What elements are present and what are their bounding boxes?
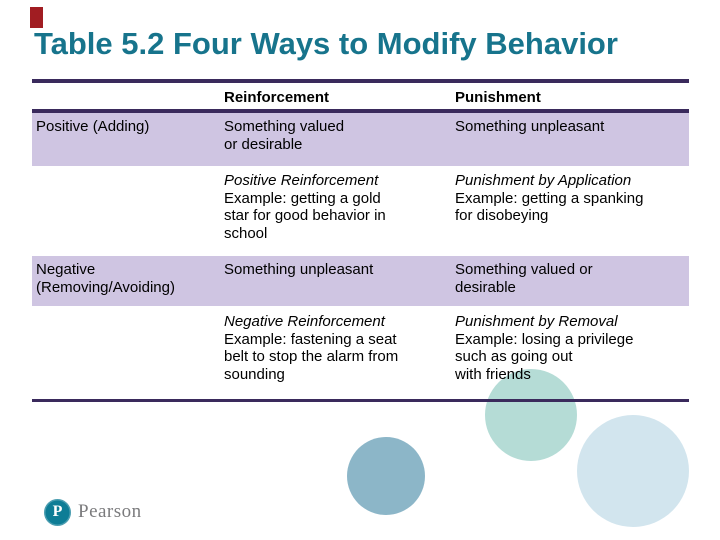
cell-empty (32, 172, 224, 256)
cell-line: such as going out (455, 348, 573, 365)
cell-positive-punishment: Something unpleasant (455, 118, 689, 166)
cell-empty (32, 313, 224, 399)
cell-line: or desirable (224, 135, 303, 153)
example-title: Punishment by Removal (455, 313, 618, 330)
row-label: Positive (Adding) (36, 118, 150, 135)
cell-line: desirable (455, 278, 516, 296)
table-header-rule (32, 109, 689, 113)
cell-punishment-application-example: Punishment by Application Example: getti… (455, 172, 689, 256)
cell-line: sounding (224, 365, 285, 383)
decor-circle-pale (577, 415, 689, 527)
behavior-table: Reinforcement Punishment Positive (Addin… (32, 79, 689, 402)
cell-line: school (224, 224, 268, 242)
cell-punishment-removal-example: Punishment by Removal Example: losing a … (455, 313, 689, 399)
cell-line: with friends (455, 365, 531, 383)
cell-negative-punishment: Something valued or desirable (455, 261, 689, 306)
cell-negative-reinforcement: Something unpleasant (224, 261, 455, 306)
cell-line: belt to stop the alarm from (224, 348, 399, 365)
cell-line: Something valued or (455, 261, 593, 278)
table-top-rule (32, 79, 689, 83)
table-row-positive-examples: Positive Reinforcement Example: getting … (32, 166, 689, 256)
header-cell-reinforcement: Reinforcement (224, 88, 330, 106)
pearson-wordmark: Pearson (78, 501, 142, 522)
example-title: Positive Reinforcement (224, 172, 379, 189)
table-row-negative-examples: Negative Reinforcement Example: fastenin… (32, 306, 689, 399)
example-title: Punishment by Application (455, 172, 632, 189)
cell-line: Something valued (224, 118, 345, 135)
table-bottom-rule (32, 399, 689, 402)
cell-positive-reinforcement-example: Positive Reinforcement Example: getting … (224, 172, 455, 256)
cell-line: Something unpleasant (224, 261, 374, 278)
cell-line: Example: losing a privilege (455, 330, 634, 348)
pearson-p-icon: P (44, 498, 71, 526)
table-row-positive: Positive (Adding) Something valued or de… (32, 113, 689, 166)
decor-circle-teal (485, 369, 577, 461)
cell-line: star for good behavior in (224, 207, 386, 224)
cell-line: Something unpleasant (455, 118, 605, 135)
cell-line: Example: getting a spanking (455, 189, 644, 207)
red-accent-rectangle (30, 7, 43, 28)
cell-line: Negative (36, 261, 96, 278)
cell-line: Example: fastening a seat (224, 330, 397, 348)
cell-positive-reinforcement: Something valued or desirable (224, 118, 455, 166)
table-row-negative: Negative (Removing/Avoiding) Something u… (32, 256, 689, 306)
cell-negative-reinforcement-example: Negative Reinforcement Example: fastenin… (224, 313, 455, 399)
page-title: Table 5.2 Four Ways to Modify Behavior (34, 26, 618, 61)
table-header-row: Reinforcement Punishment (32, 83, 689, 109)
pearson-p-letter: P (52, 503, 63, 520)
cell-line: Example: getting a gold (224, 189, 381, 207)
example-title: Negative Reinforcement (224, 313, 385, 330)
decor-circle-blue (347, 437, 425, 515)
cell-line: for disobeying (455, 207, 549, 224)
cell-line: (Removing/Avoiding) (36, 278, 175, 296)
row-label: Negative (Removing/Avoiding) (32, 261, 224, 306)
header-cell-punishment: Punishment (455, 88, 541, 106)
pearson-logo: P Pearson (44, 498, 142, 526)
